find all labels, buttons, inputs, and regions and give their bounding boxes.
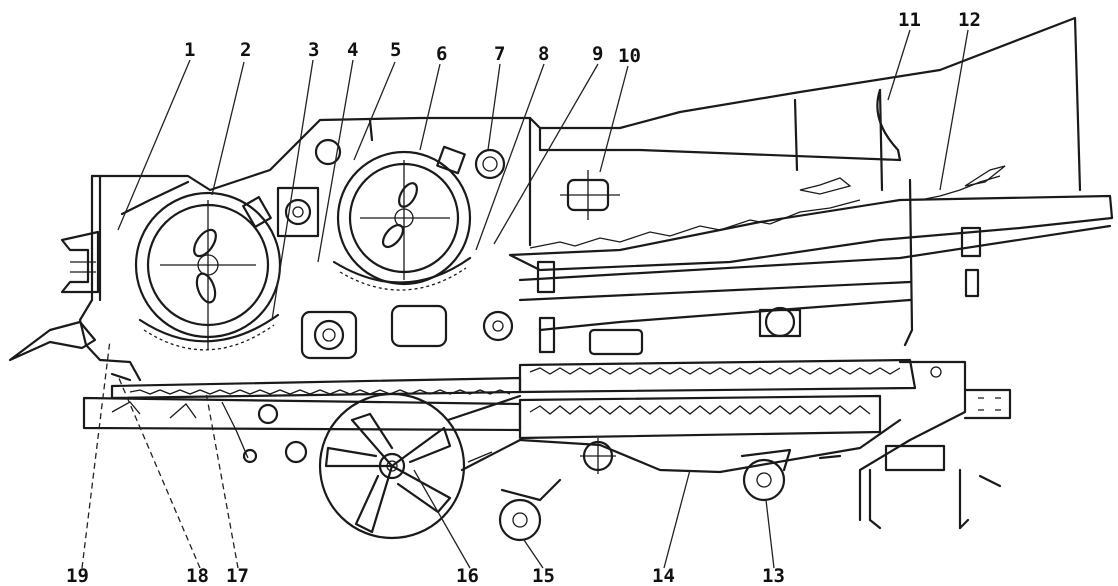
- auger-conveyor: [518, 358, 917, 474]
- callout-13: 13: [762, 565, 785, 586]
- wheels-and-supports: [498, 360, 1012, 542]
- callout-3: 3: [308, 39, 319, 61]
- callout-17: 17: [226, 565, 249, 586]
- callout-18: 18: [186, 565, 209, 586]
- callout-leaders: [81, 29, 969, 569]
- callout-labels: 1 2 3 4 5 6 7 8 9 10 11 12 13 14 15 16 1…: [66, 9, 981, 586]
- callout-16: 16: [456, 565, 479, 586]
- callout-5: 5: [390, 39, 401, 61]
- fan: [318, 392, 522, 540]
- callout-10: 10: [618, 45, 641, 67]
- callout-4: 4: [347, 39, 358, 61]
- callout-6: 6: [436, 43, 447, 65]
- callout-1: 1: [184, 39, 195, 61]
- front-tine-assembly: [8, 230, 100, 362]
- callout-12: 12: [958, 9, 981, 31]
- callout-11: 11: [898, 9, 921, 31]
- callout-19: 19: [66, 565, 89, 586]
- callout-2: 2: [240, 39, 251, 61]
- pulleys: [242, 138, 802, 360]
- callout-7: 7: [494, 43, 505, 65]
- main-housing: [78, 16, 1082, 382]
- threshing-drum-right: [332, 150, 472, 291]
- callout-8: 8: [538, 43, 549, 65]
- threshing-drum-left: [120, 180, 282, 351]
- discharge-chute: [508, 88, 1114, 354]
- callout-14: 14: [652, 565, 675, 586]
- bottom-sieve: [82, 372, 522, 464]
- callout-15: 15: [532, 565, 555, 586]
- callout-9: 9: [592, 43, 603, 65]
